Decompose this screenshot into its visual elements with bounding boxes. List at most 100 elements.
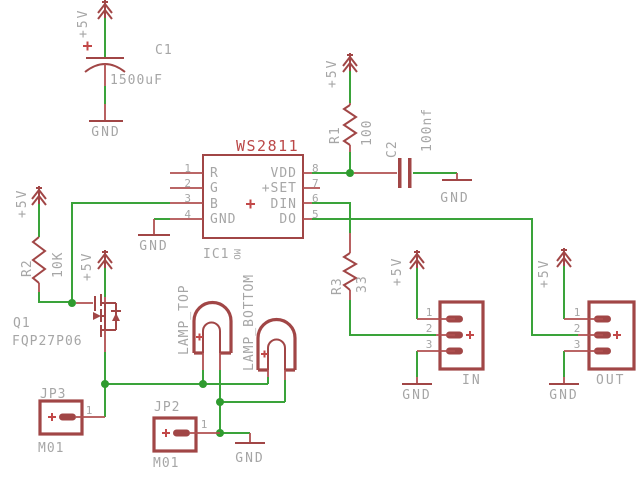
pin-name-g: G (210, 181, 219, 196)
r1-value: 100 (360, 120, 375, 146)
jp2-pad (173, 429, 190, 437)
wire-r2-to-node[interactable] (38, 292, 72, 303)
polarity-plus-icon (48, 413, 56, 421)
gnd-label: GND (440, 191, 469, 206)
pin-number: 8 (312, 162, 319, 175)
in-pin-number: 2 (426, 322, 433, 335)
plus5v-symbol-r2[interactable]: +5V (15, 186, 47, 218)
plus5v-label: +5V (390, 257, 405, 286)
q1-mosfet[interactable]: Q1 FQP27P06 (12, 294, 121, 352)
junction-dots (68, 169, 354, 437)
c2-value: 100nf (420, 108, 435, 152)
c2-plate (408, 158, 412, 188)
in-label: IN (462, 373, 482, 388)
pin-number: 5 (312, 208, 319, 221)
mosfet-arrow (93, 312, 101, 320)
plus5v-arrow-icon (97, 250, 113, 270)
wire-b-to-gate[interactable] (71, 202, 170, 303)
out-pin-lines (564, 318, 603, 352)
lamp-bottom[interactable]: LAMP_BOTTOM (242, 274, 297, 380)
r3-resistor[interactable]: R3 33 (330, 233, 370, 300)
channel-stubs (101, 302, 106, 331)
lamp-filament-arch (267, 338, 286, 370)
out-connector[interactable]: 1 2 3 OUT (564, 300, 636, 388)
diode-triangle (112, 313, 120, 321)
jp2-value: M01 (153, 456, 179, 471)
in-pin-lines (417, 318, 455, 352)
ic-body (202, 154, 304, 239)
plus5v-arrow-icon (31, 186, 47, 206)
pin-number: 4 (184, 208, 191, 221)
c1-refdes: C1 (155, 43, 173, 58)
jp3-pin-number: 1 (86, 404, 93, 417)
ic-pins-right (303, 172, 320, 220)
r2-resistor[interactable]: R2 10K (20, 236, 66, 292)
lamp-top[interactable]: LAMP_TOP (177, 284, 233, 370)
out-pin-number: 3 (574, 338, 581, 351)
plus5v-label: +5V (76, 9, 91, 38)
net-wires[interactable] (38, 18, 578, 434)
plus5v-symbol-c1[interactable]: +5V (76, 0, 113, 38)
wire-din-r3-in[interactable] (312, 202, 436, 336)
polarity-plus-icon (466, 331, 474, 339)
jp3-pad (59, 413, 76, 421)
plus5v-label: +5V (15, 189, 30, 218)
lamp-leads (267, 370, 286, 380)
gnd-symbol-in[interactable]: GND (402, 377, 432, 403)
jp3-connector[interactable]: 1 JP3 M01 (38, 387, 105, 456)
plus5v-symbol-r1[interactable]: +5V (325, 53, 358, 88)
gnd-symbol-jp2[interactable]: GND (235, 433, 265, 466)
gnd-symbol-out[interactable]: GND (549, 377, 579, 403)
c1-capacitor[interactable]: C1 1500uF (83, 41, 173, 121)
lamp-leads (202, 353, 221, 370)
ws2811-ic[interactable]: WS2811 1 2 3 4 8 7 6 5 R G B GND VDD +SE… (170, 137, 320, 262)
q1-refdes: Q1 (13, 316, 31, 331)
junction-dot (68, 299, 76, 307)
plus5v-arrow-icon (97, 0, 113, 20)
r3-value: 33 (355, 275, 370, 293)
polarity-plus-icon (261, 350, 268, 358)
wire-do-to-out[interactable] (312, 218, 578, 336)
ic-refdes: IC1 (203, 247, 229, 262)
polarity-plus-icon (162, 429, 170, 437)
plus5v-symbol-q1[interactable]: +5V (80, 250, 113, 281)
pin-name-b: B (210, 197, 219, 212)
jp2-connector[interactable]: 1 JP2 M01 (152, 400, 220, 471)
plus5v-symbol-out[interactable]: +5V (537, 248, 572, 288)
polarity-plus-icon (613, 331, 621, 339)
jp2-body (152, 416, 198, 453)
c2-capacitor[interactable]: C2 100nf (354, 108, 435, 188)
wire-lamp-right-leads[interactable] (219, 370, 286, 433)
wire-lamp-left-leads[interactable] (202, 370, 269, 384)
ic-title: WS2811 (236, 137, 299, 155)
r2-refdes: R2 (20, 259, 35, 277)
out-label: OUT (596, 373, 625, 388)
jp3-value: M01 (38, 441, 64, 456)
gnd-symbol-c1[interactable]: GND (89, 120, 123, 140)
plus5v-label: +5V (537, 259, 552, 288)
plus5v-label: +5V (80, 252, 95, 281)
junction-dot (101, 380, 109, 388)
jp2-refdes: JP2 (154, 400, 180, 415)
pin-name-set: +SET (262, 181, 297, 196)
gnd-symbol-c2[interactable]: GND (440, 173, 472, 206)
gnd-symbol-ic[interactable]: GND (138, 219, 170, 254)
q1-value: FQP27P06 (12, 334, 83, 349)
in-connector[interactable]: 1 2 3 IN (417, 300, 485, 388)
pin-name-r: R (210, 166, 219, 181)
din-plus-icon (246, 199, 255, 209)
junction-dot (199, 380, 207, 388)
c2-refdes: C2 (385, 140, 400, 158)
gnd-label: GND (402, 388, 431, 403)
ic-pins-left (170, 172, 203, 220)
pin-name-vdd: VDD (271, 166, 297, 181)
plus5v-symbol-in[interactable]: +5V (390, 250, 425, 286)
plus5v-arrow-icon (409, 250, 425, 270)
jp3-refdes: JP3 (40, 387, 66, 402)
lamp-filament-arch (202, 321, 221, 353)
plus5v-arrow-icon (342, 53, 358, 73)
pin-number: 2 (184, 177, 191, 190)
junction-dot (216, 398, 224, 406)
r2-value: 10K (51, 252, 66, 278)
r1-resistor[interactable]: R1 100 (328, 103, 375, 152)
